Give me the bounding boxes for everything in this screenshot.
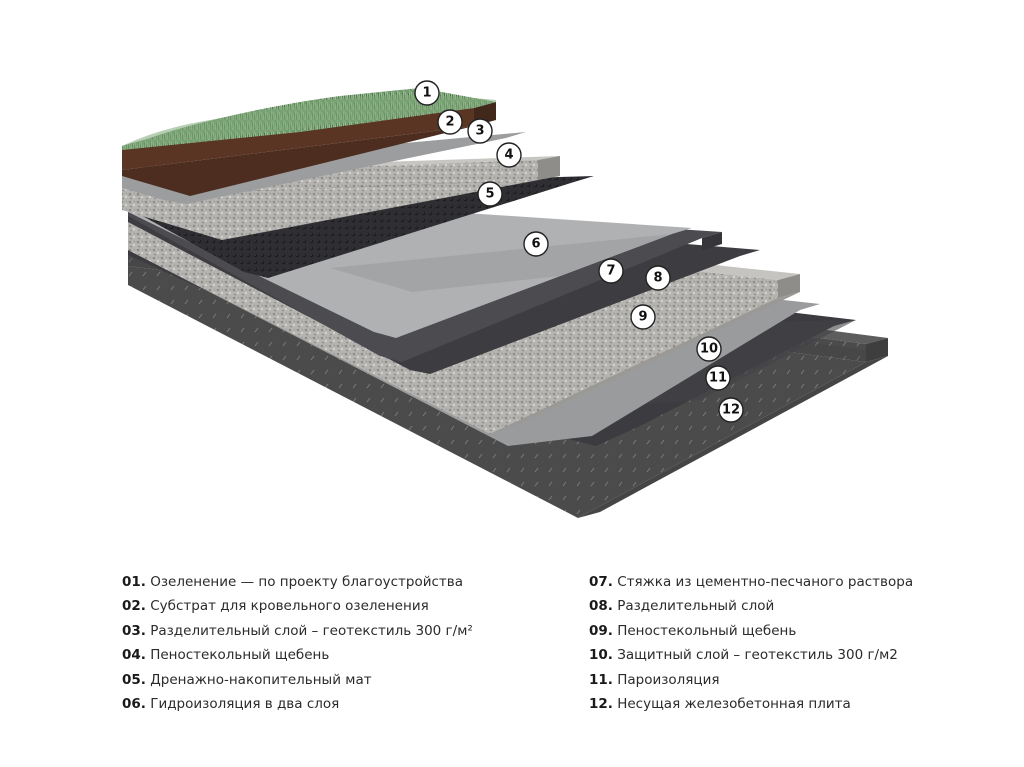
- svg-text:9: 9: [638, 310, 647, 325]
- legend-item-09: 09. Пеностекольный щебень: [589, 622, 797, 639]
- legend-item-04: 04. Пеностекольный щебень: [122, 647, 330, 664]
- svg-text:12: 12: [722, 403, 740, 418]
- legend-item-07: 07. Стяжка из цементно-песчаного раствор…: [589, 574, 914, 590]
- marker-6: 6: [523, 231, 549, 257]
- legend-right-column: 07. Стяжка из цементно-песчаного раствор…: [589, 570, 1009, 716]
- svg-text:7: 7: [606, 264, 615, 279]
- marker-11: 11: [705, 365, 731, 391]
- marker-8: 8: [645, 265, 671, 291]
- legend-item-06: 06. Гидроизоляция в два слоя: [122, 696, 340, 713]
- svg-text:5: 5: [485, 187, 494, 202]
- legend-item-02: 02. Субстрат для кровельного озеленения: [122, 598, 429, 615]
- marker-3: 3: [467, 118, 493, 144]
- roof-layers-diagram: 1 2 3 4 5 6 7 8 9 10 11 12: [122, 80, 888, 518]
- marker-5: 5: [477, 181, 503, 207]
- marker-4: 4: [496, 142, 522, 168]
- marker-1: 1: [414, 80, 440, 106]
- svg-text:1: 1: [422, 86, 431, 101]
- svg-text:2: 2: [445, 115, 454, 130]
- marker-12: 12: [718, 397, 744, 423]
- legend-left-column: 01. Озеленение — по проекту благоустройс…: [122, 570, 562, 716]
- layer-grass: [122, 88, 496, 150]
- legend-item-10: 10. Защитный слой – геотекстиль 300 г/м2: [589, 647, 898, 664]
- svg-text:3: 3: [475, 124, 484, 139]
- legend-item-12: 12. Несущая железобетонная плита: [589, 696, 851, 713]
- svg-text:11: 11: [709, 371, 727, 386]
- marker-10: 10: [696, 336, 722, 362]
- svg-text:10: 10: [700, 342, 718, 357]
- svg-text:8: 8: [653, 271, 662, 286]
- legend-item-05: 05. Дренажно-накопительный мат: [122, 671, 372, 688]
- svg-text:4: 4: [504, 148, 513, 163]
- legend-item-01: 01. Озеленение — по проекту благоустройс…: [122, 574, 463, 590]
- marker-9: 9: [630, 304, 656, 330]
- legend-item-03: 03. Разделительный слой – геотекстиль 30…: [122, 622, 473, 639]
- svg-text:6: 6: [531, 237, 540, 252]
- legend-item-11: 11. Пароизоляция: [589, 671, 720, 688]
- legend-item-08: 08. Разделительный слой: [589, 598, 775, 615]
- marker-7: 7: [598, 258, 624, 284]
- marker-2: 2: [437, 109, 463, 135]
